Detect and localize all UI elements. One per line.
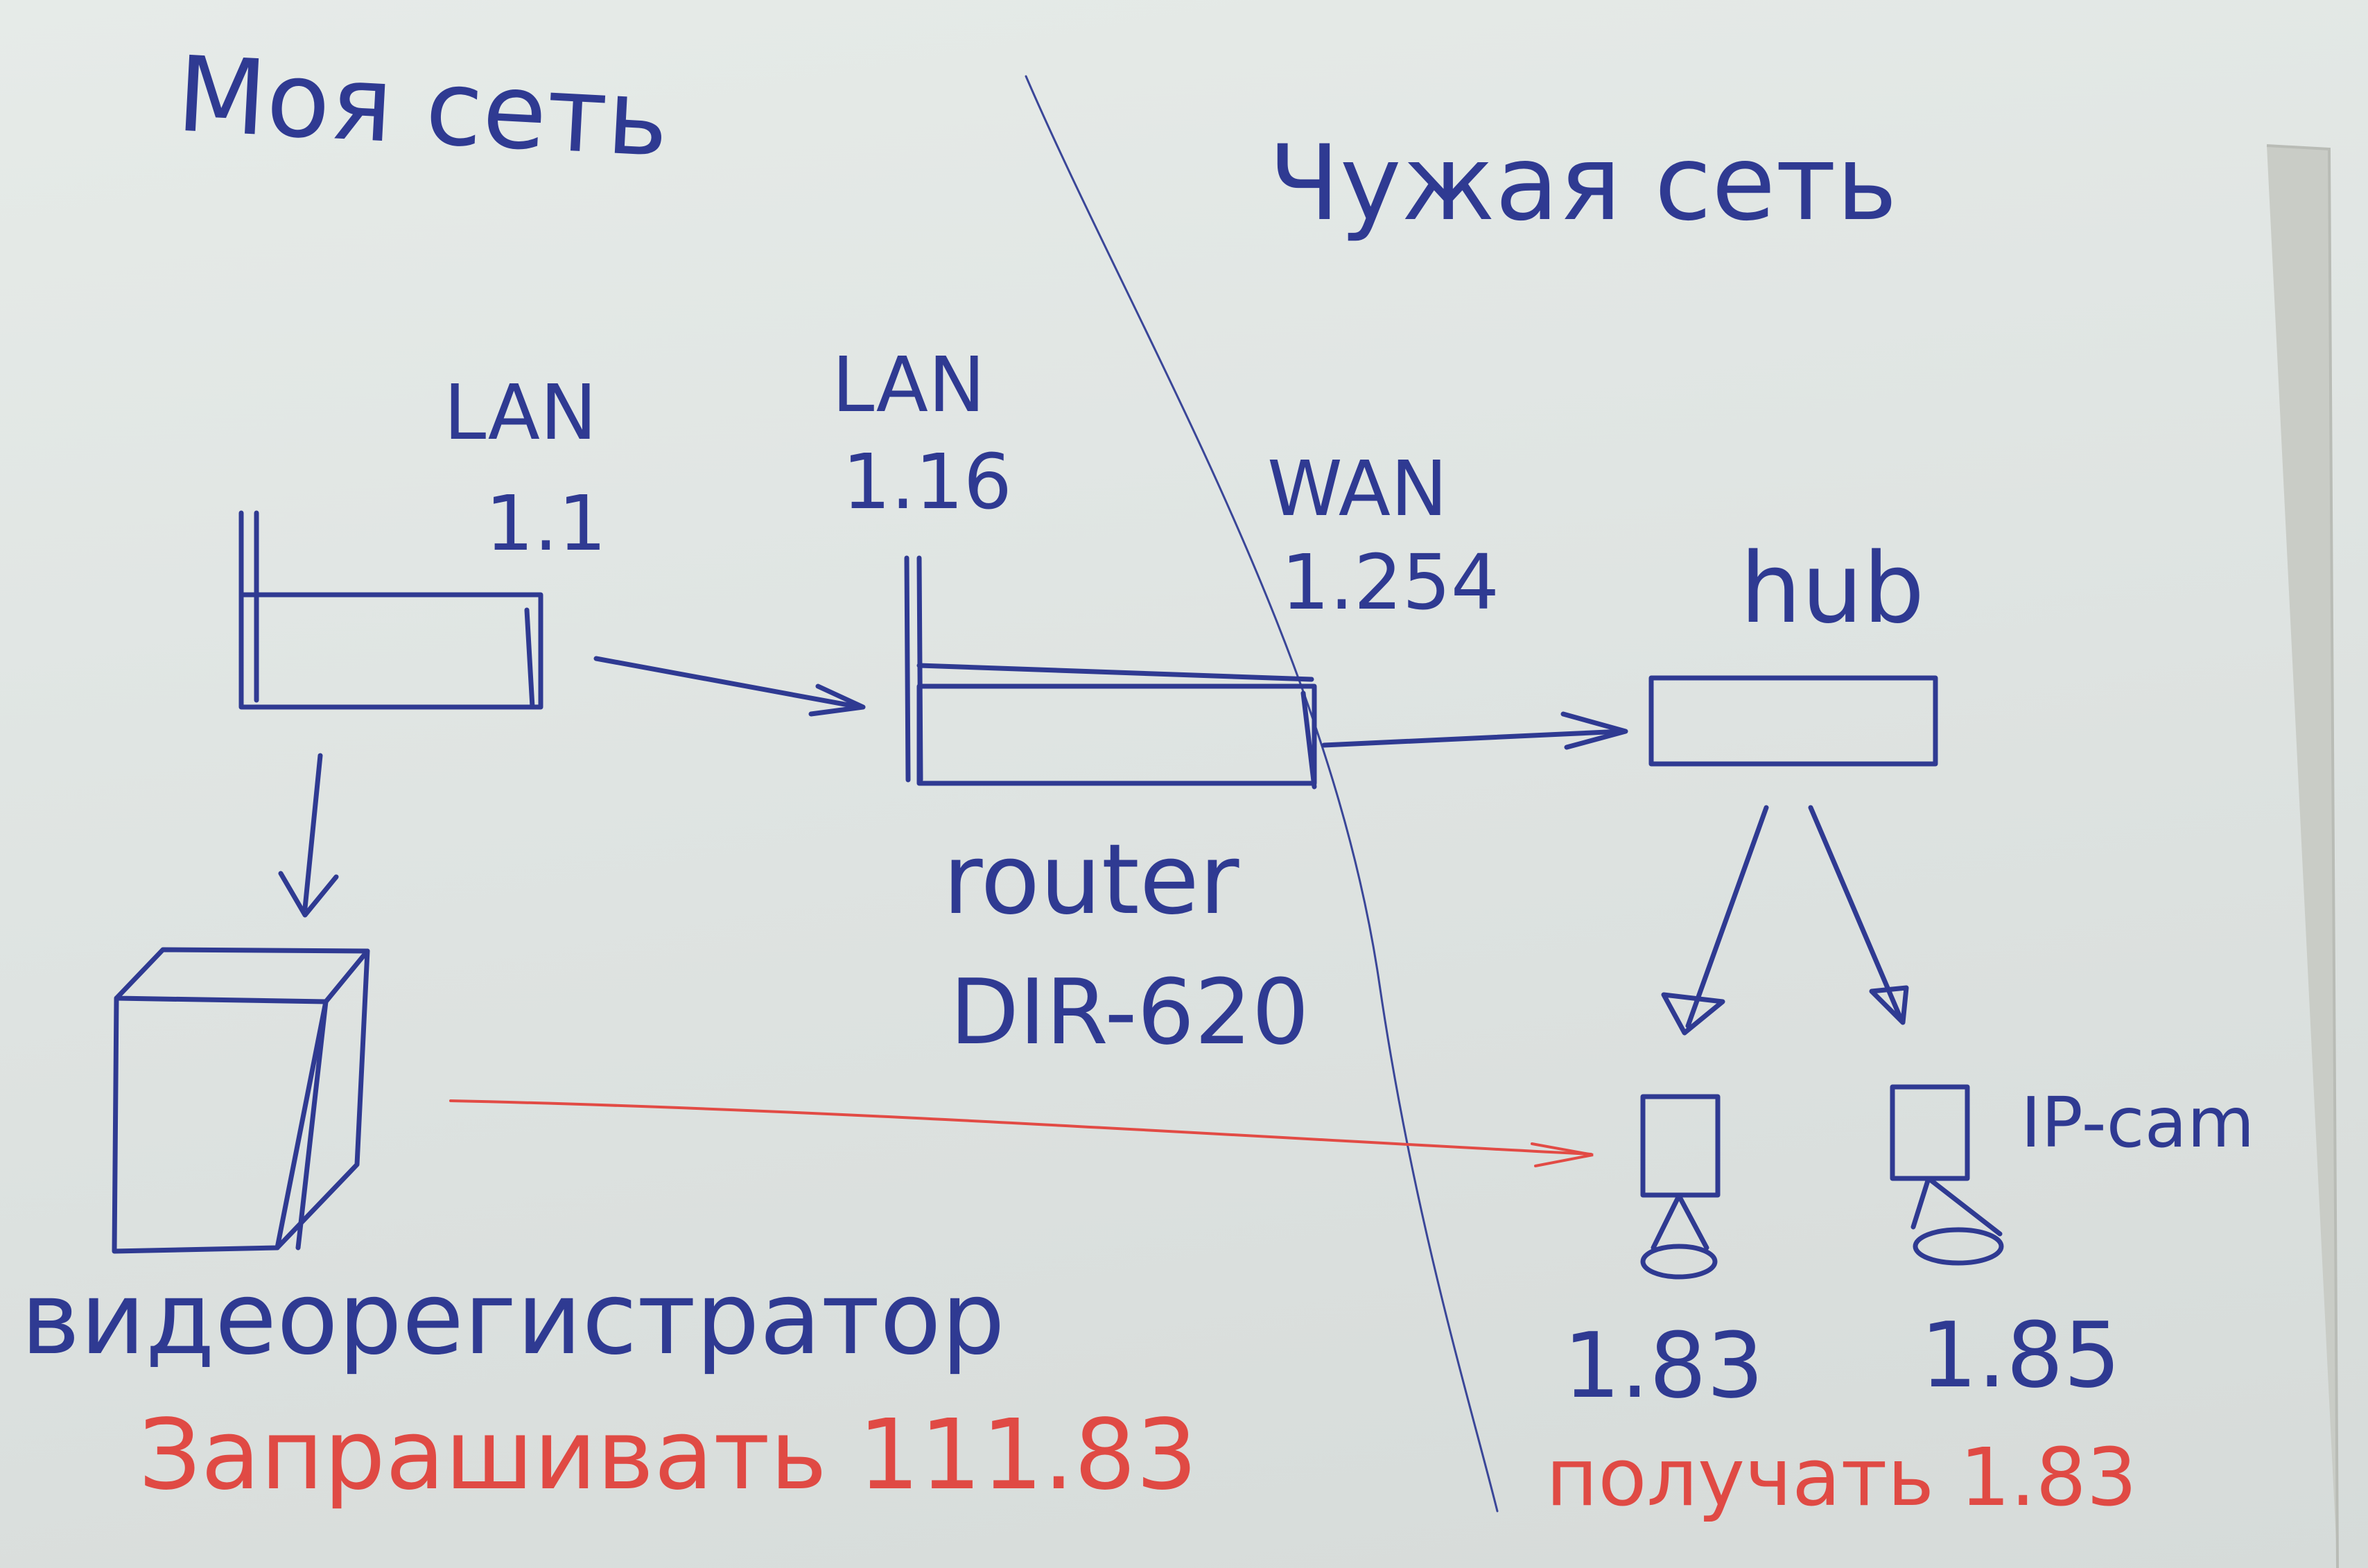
arrow-router-to-hub: [1321, 711, 1628, 750]
router-lan-port-label: LAN: [832, 340, 986, 429]
request-note: Запрашивать 111.83: [139, 1399, 1198, 1512]
arrow-hub-to-cam1: [1661, 805, 1769, 1036]
arrow-pc-to-router: [593, 656, 866, 717]
ip-camera-2: [1890, 1084, 2004, 1266]
router-wan-ip-label: 1.254: [1281, 538, 1499, 627]
zone-label-foreign-network: Чужая сеть: [1269, 123, 1898, 244]
dvr-device: [112, 947, 370, 1254]
ip-camera-1: [1640, 1094, 1721, 1280]
arrow-hub-to-cam2: [1808, 805, 1909, 1025]
hub-label: hub: [1740, 532, 1925, 645]
router-wan-port-label: WAN: [1267, 444, 1448, 533]
router-model-label: DIR-620: [950, 959, 1309, 1065]
router-lan-ip-label: 1.16: [842, 437, 1012, 526]
ip-camera-label: IP-cam: [2021, 1082, 2255, 1163]
router-label: router: [943, 824, 1239, 937]
router-device: [904, 555, 1317, 790]
pc-port-label: LAN: [444, 368, 598, 457]
zone-label-my-network: Моя сеть: [173, 34, 672, 181]
pc-ip-label: 1.1: [485, 479, 607, 568]
paper-edge: [2266, 144, 2339, 1568]
dvr-label: видеорегистратор: [21, 1260, 1005, 1377]
arrow-pc-to-dvr: [278, 753, 339, 918]
camera-2-ip-label: 1.85: [1920, 1303, 2121, 1408]
camera-1-ip-label: 1.83: [1563, 1313, 1764, 1418]
network-divider-line: [1025, 75, 1499, 1513]
arrow-dvr-to-camera-red: [449, 1099, 1594, 1167]
receive-note: получать 1.83: [1546, 1431, 2137, 1524]
hub-device: [1648, 675, 1938, 767]
pc-device: [238, 510, 543, 710]
